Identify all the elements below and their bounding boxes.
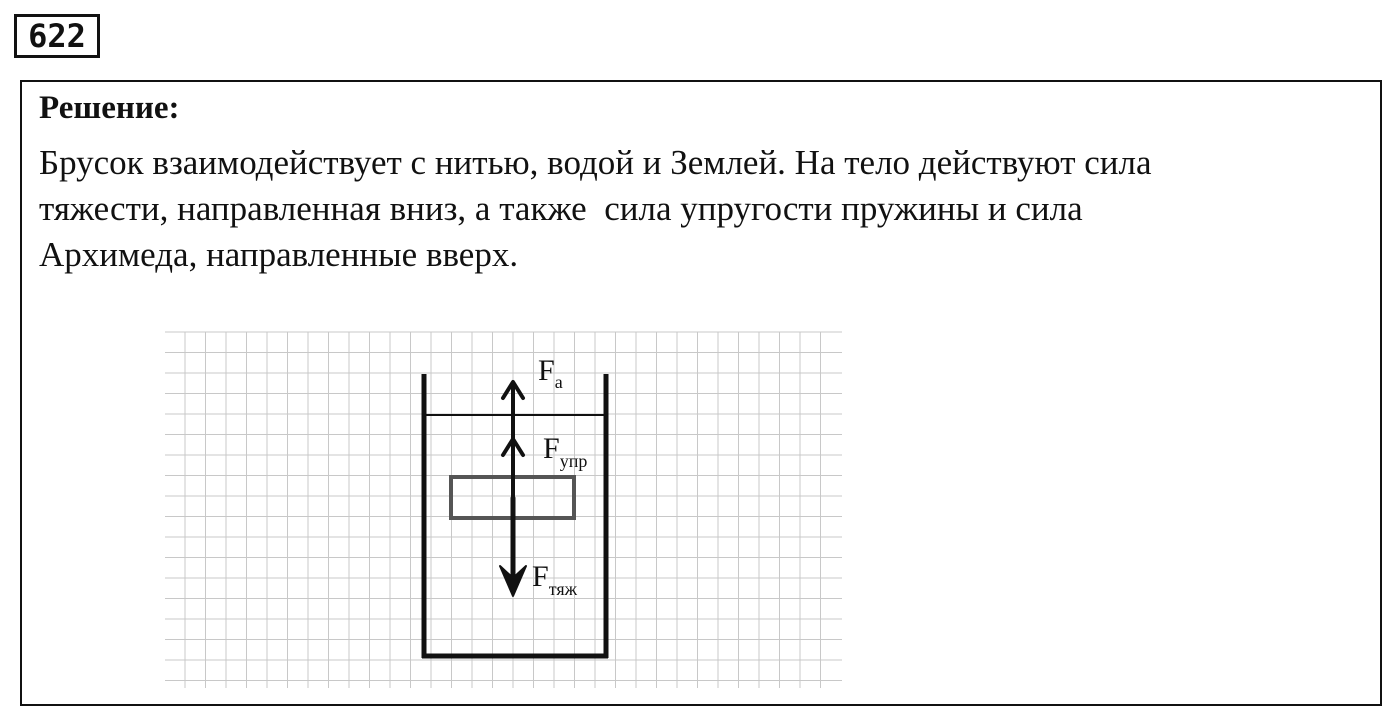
- solution-heading: Решение:: [39, 90, 180, 126]
- solution-text: Брусок взаимодействует с нитью, водой и …: [39, 140, 1359, 278]
- solution-box: Решение: Брусок взаимодействует с нитью,…: [20, 80, 1382, 706]
- solution-line: Архимеда, направленные вверх.: [39, 235, 519, 274]
- solution-line: тяжести, направленная вниз, а также сила…: [39, 189, 1083, 228]
- solution-line: Брусок взаимодействует с нитью, водой и …: [39, 143, 1152, 182]
- problem-number: 622: [14, 14, 100, 58]
